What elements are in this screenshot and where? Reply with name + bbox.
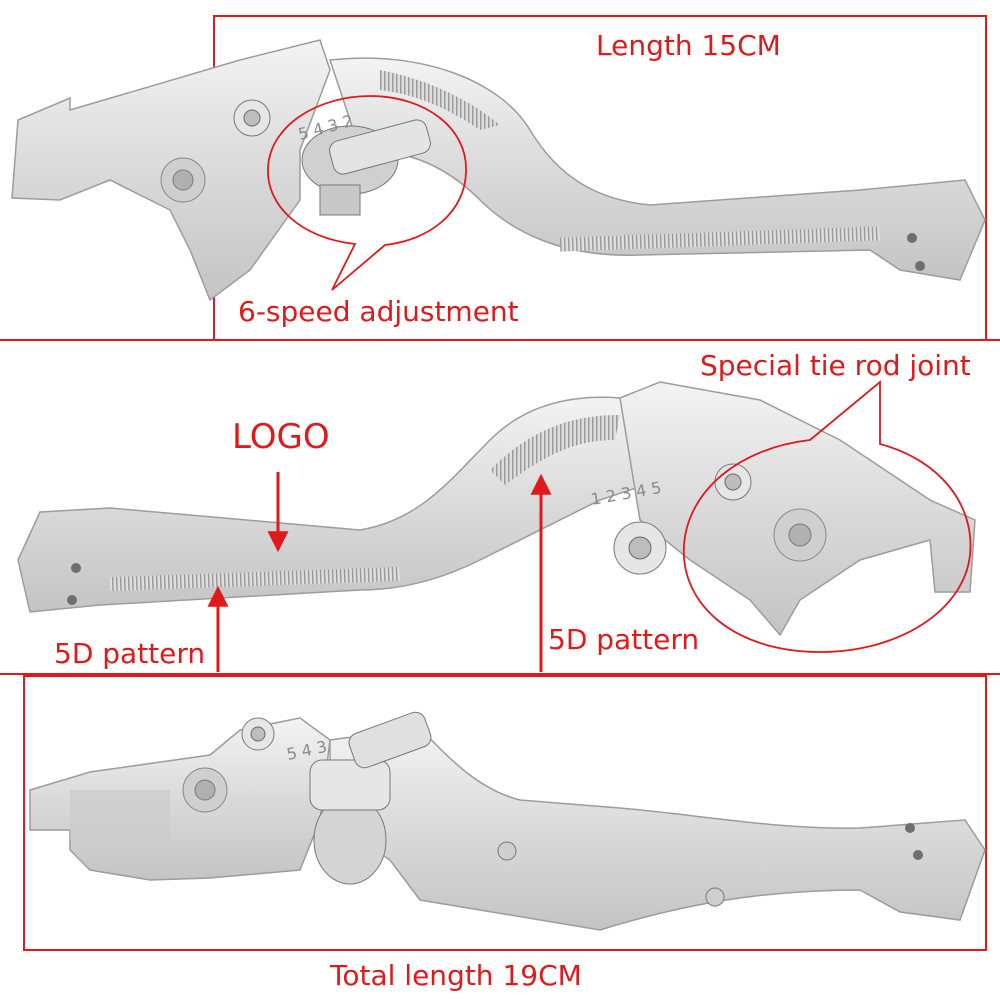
bottom-adjuster-dial-icon	[309, 711, 432, 885]
bottom-lever: 5 4 3	[29, 711, 986, 931]
middle-lever: 1 2 3 4 5	[17, 381, 976, 637]
tie-rod-callout-bubble	[683, 380, 972, 653]
top-lever: 5 4 3 2	[11, 39, 986, 302]
bottom-lever-blade	[329, 727, 986, 931]
middle-5d-pattern-upper	[490, 415, 620, 485]
top-lever-blade	[328, 57, 986, 281]
length-label: Length 15CM	[596, 29, 781, 62]
tie-rod-label: Special tie rod joint	[700, 349, 971, 382]
pattern-left-label: 5D pattern	[54, 637, 206, 670]
bottom-length-frame	[23, 675, 987, 951]
top-adjuster-dial-icon	[301, 119, 431, 216]
adjustment-label: 6-speed adjustment	[238, 295, 519, 328]
middle-5d-pattern-lower	[109, 566, 401, 592]
top-5d-pattern	[559, 226, 881, 252]
adjustment-callout-bubble	[267, 95, 467, 291]
total-length-label: Total length 19CM	[330, 959, 582, 992]
middle-lever-mount	[619, 381, 976, 637]
logo-label: LOGO	[232, 417, 330, 457]
pattern-right-label: 5D pattern	[548, 623, 700, 656]
